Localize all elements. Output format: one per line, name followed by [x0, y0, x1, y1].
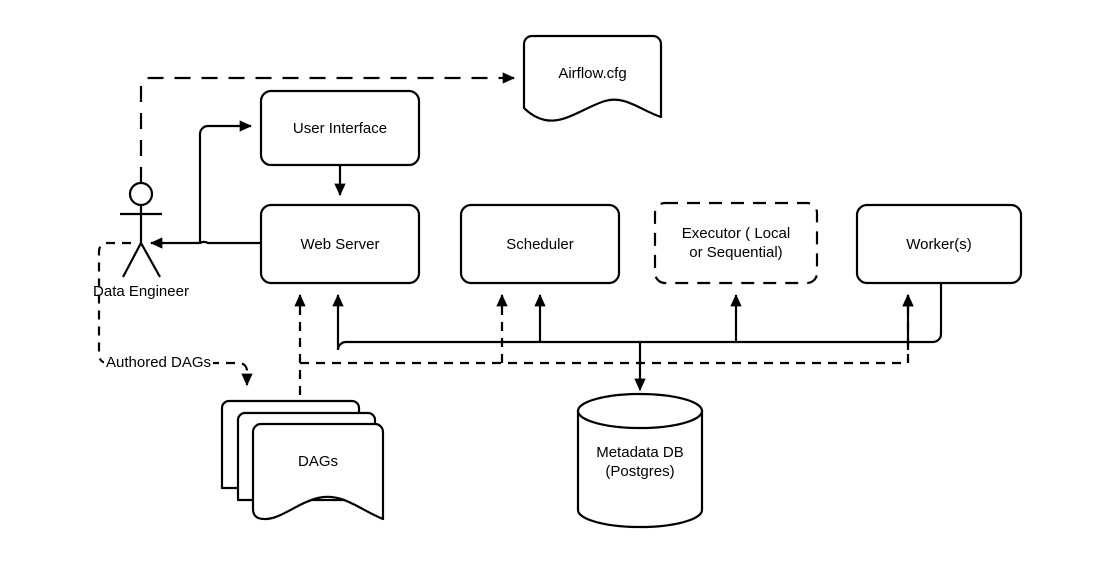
edge-dags-bus-path — [298, 361, 908, 395]
scheduler-shape — [459, 203, 621, 285]
edge-web-server-to-engineer-path — [150, 237, 261, 249]
workers-shape — [855, 203, 1023, 285]
edge-engineer-to-dags-path — [97, 241, 253, 386]
airflow-cfg-shape — [522, 34, 663, 122]
data-engineer-head — [128, 181, 154, 207]
executor-shape — [653, 201, 819, 285]
authored-dags-edge-label: Authored DAGs — [104, 354, 214, 372]
web-server-shape — [259, 203, 421, 285]
dags-shape-front — [251, 422, 385, 521]
edge-engineer-to-ui-path — [198, 120, 252, 243]
user-interface-shape — [259, 89, 421, 167]
data-engineer-body — [120, 205, 162, 278]
metadata-db-cylinder-body — [576, 409, 704, 529]
metadata-db-cylinder-top — [576, 392, 704, 430]
edge-engineer-to-cfg-path — [139, 72, 515, 183]
